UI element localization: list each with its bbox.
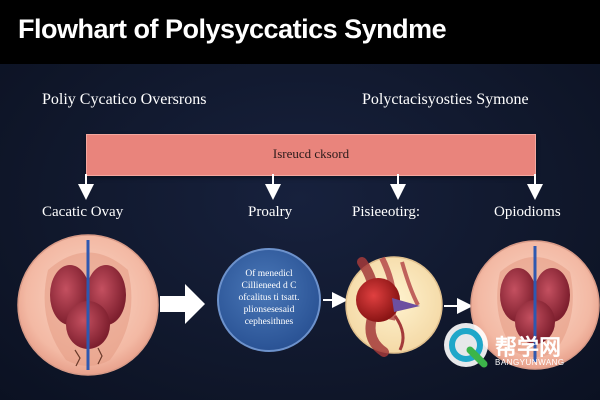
- info-line-1: Of menedicl: [245, 269, 293, 279]
- stage-label-4: Opiodioms: [494, 204, 561, 220]
- process-banner: Isreucd cksord: [86, 134, 536, 176]
- process-banner-label: Isreucd cksord: [272, 146, 350, 161]
- watermark-text: 帮学网: [495, 335, 562, 360]
- ovary-illustration-1: [17, 234, 159, 376]
- stage-label-1: Cacatic Ovay: [42, 204, 124, 220]
- info-line-5: cephesithnes: [244, 317, 294, 327]
- heading-right: Polyctacisyosties Symone: [362, 91, 529, 108]
- info-line-3: ofcalitus ti tsatt.: [238, 293, 300, 303]
- heading-left: Poliy Cycatico Oversrons: [42, 91, 207, 108]
- stage-label-2: Proalry: [248, 204, 293, 220]
- tissue-illustration: [345, 256, 443, 357]
- page-title: Flowhart of Polysyccatics Syndme: [18, 14, 447, 44]
- banner-down-arrows: [78, 174, 543, 200]
- stage-label-3: Pisieeotirg:: [352, 204, 421, 220]
- watermark-subtext: BANGYUNWANG: [495, 358, 565, 367]
- info-circle-text: Of menedicl Cillieneed d C ofcalitus ti …: [219, 268, 319, 328]
- info-line-2: Cillieneed d C: [241, 281, 297, 291]
- info-circle: [217, 248, 321, 352]
- ovary-illustration-2: [470, 240, 600, 370]
- watermark-logo-icon: [444, 323, 488, 368]
- info-line-4: plionsesesaid: [243, 305, 295, 315]
- flow-arrow-block: [160, 284, 205, 324]
- title-bar: Flowhart of Polysyccatics Syndme: [0, 0, 600, 64]
